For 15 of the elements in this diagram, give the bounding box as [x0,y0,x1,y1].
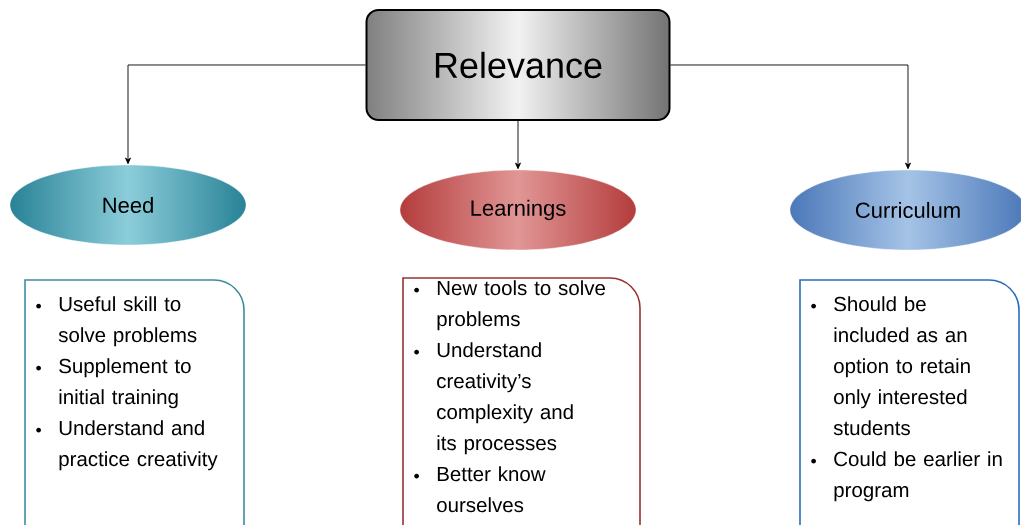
bullet-item: Better know ourselves [437,466,546,513]
bullet-item: Could be earlier in program [834,451,1002,502]
arrow [670,64,911,170]
title-box: Relevance [365,9,671,121]
bullet-item: New tools to solve problems [437,280,605,331]
bullet-item: Should be included as an option to retain only interested students [833,296,970,436]
arrow [515,120,521,170]
bullet-item: Understand creativity’s complexity and its processes [437,342,573,455]
arrow [125,64,366,165]
bullet-box [24,279,245,525]
bullet-box [402,277,641,525]
bullet-item: Useful skill to solve problems [58,296,197,347]
bullet-item: Supplement to initial training [59,358,191,409]
bullet-item: Understand and practice creativity [59,420,218,471]
bullet-box [799,279,1020,525]
